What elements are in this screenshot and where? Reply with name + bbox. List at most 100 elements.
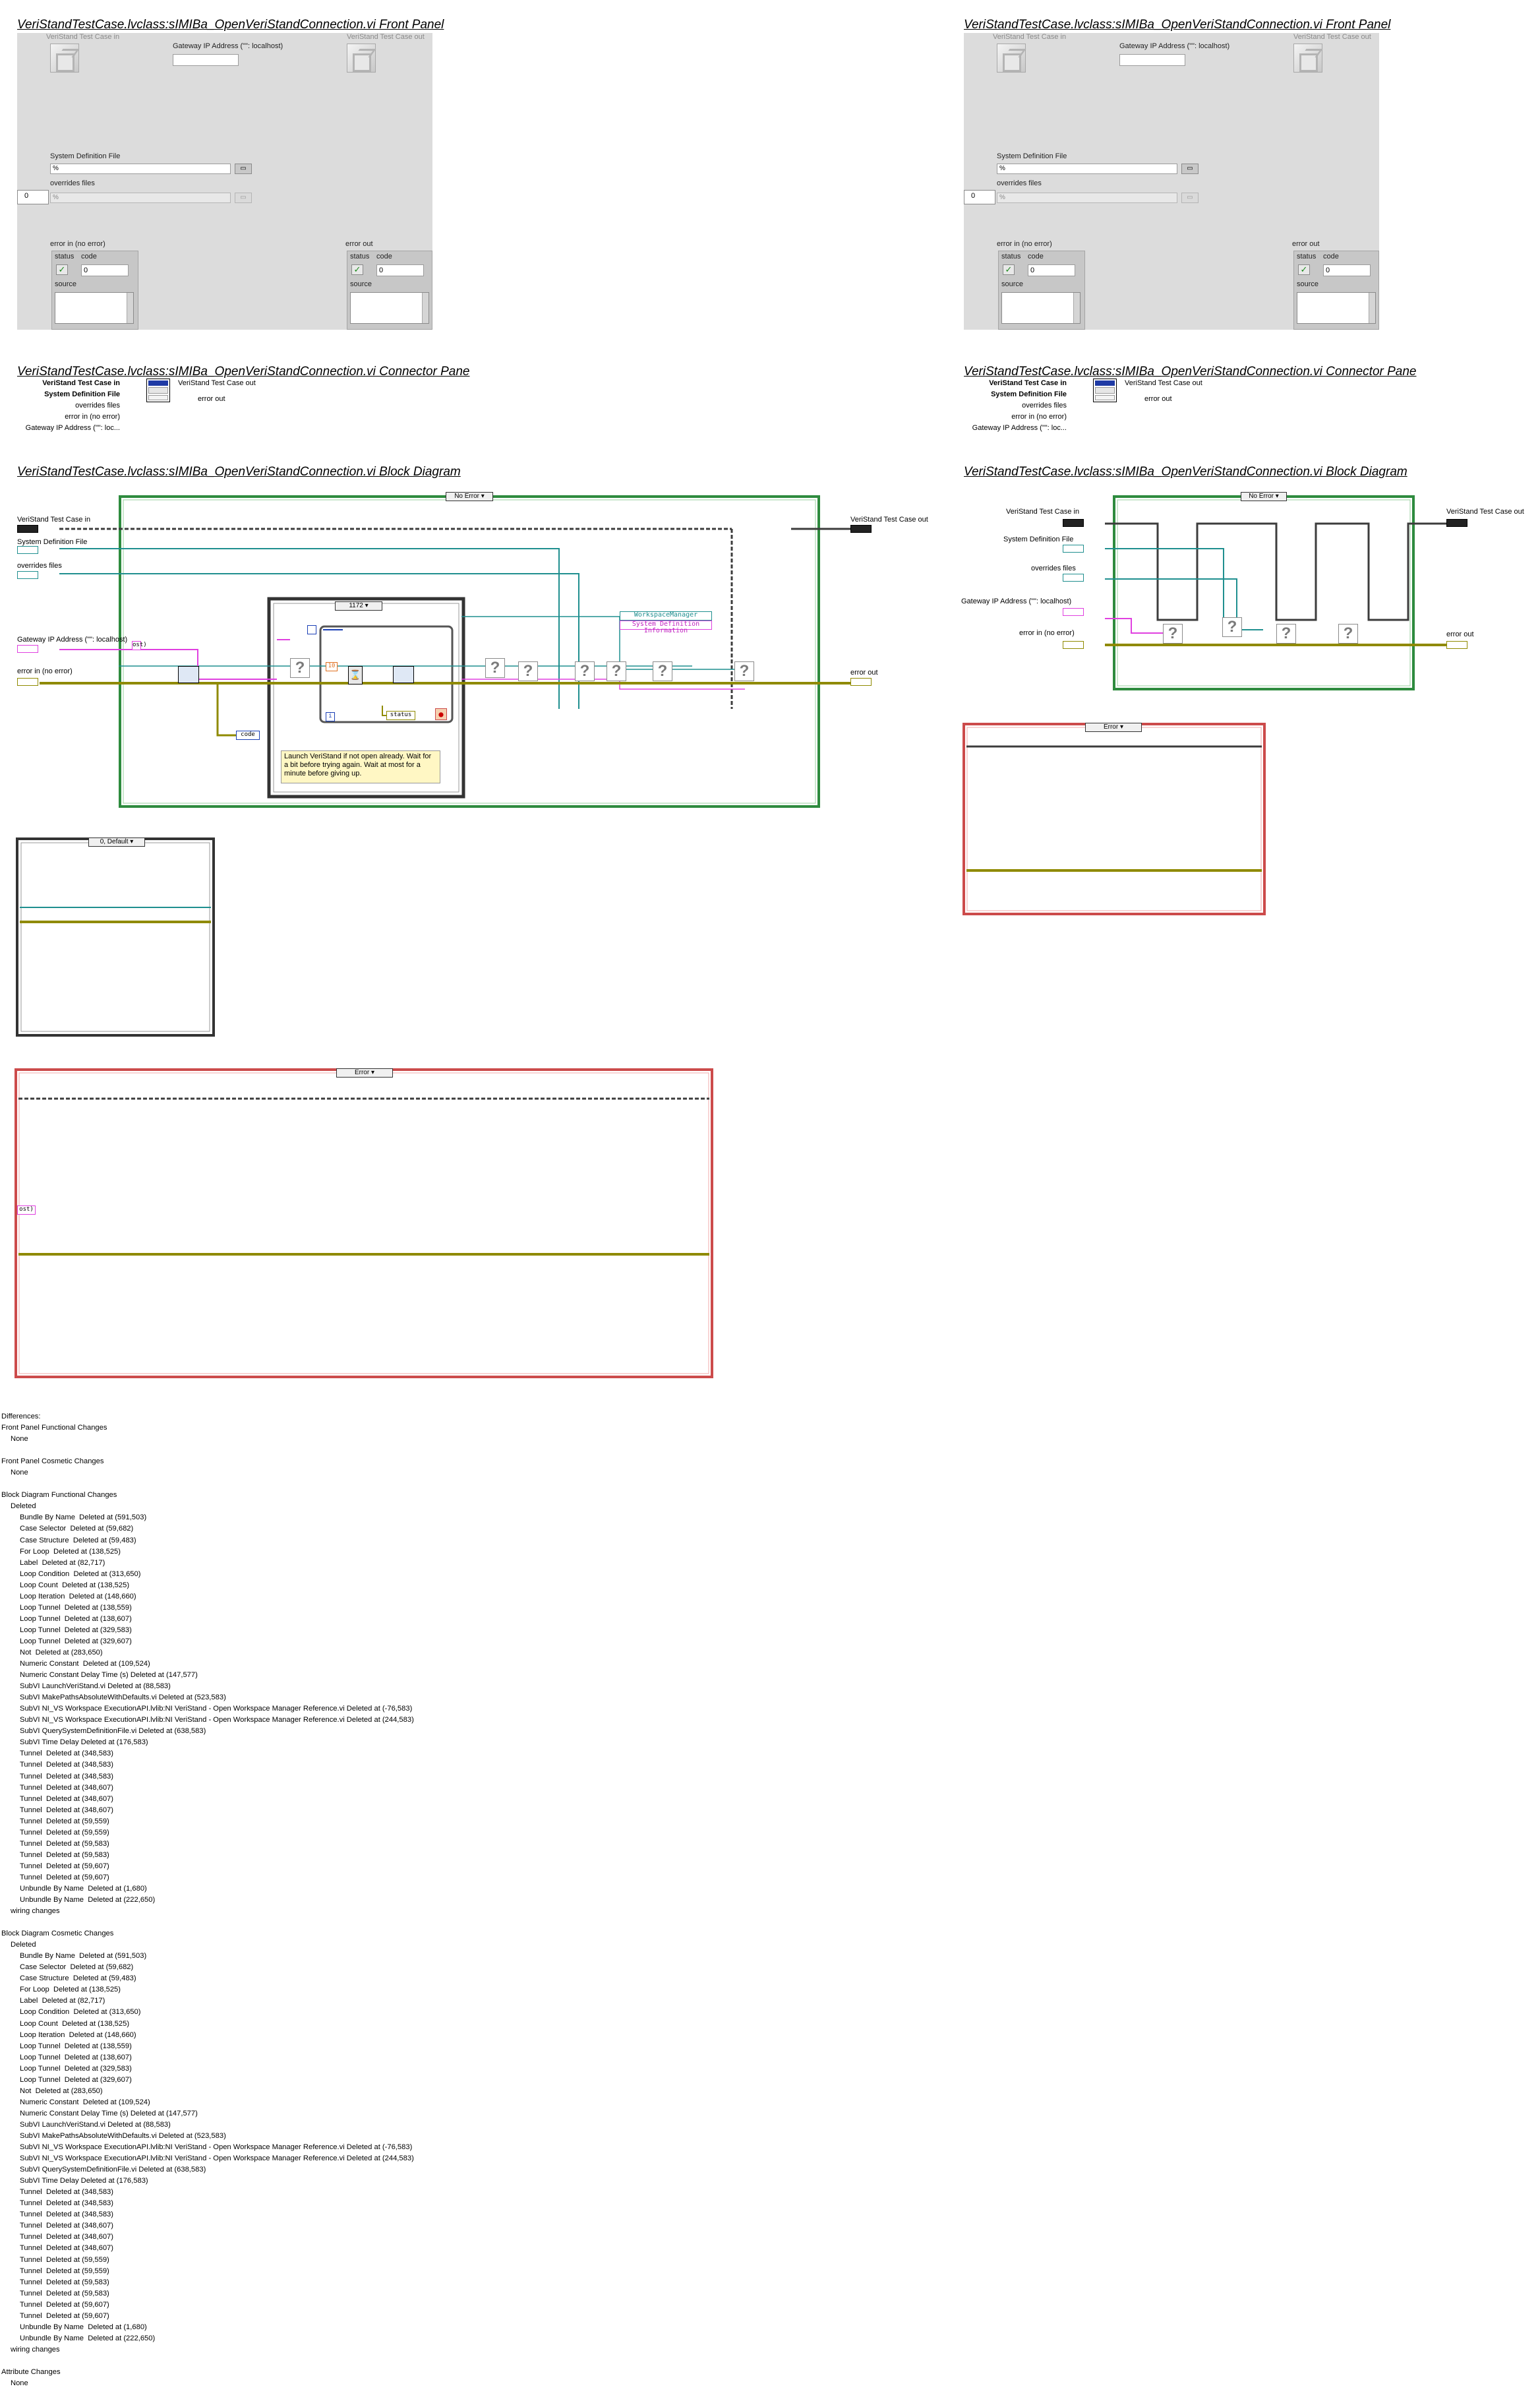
gateway-input[interactable] bbox=[173, 54, 239, 66]
conn-term-vs-in: VeriStand Test Case in bbox=[42, 379, 120, 387]
sysdef-path-input[interactable]: % bbox=[997, 164, 1177, 174]
case-selector-error[interactable]: Error ▾ bbox=[336, 1068, 393, 1078]
code-indicator: 0 bbox=[1323, 264, 1371, 276]
loop-iteration-icon: i bbox=[326, 712, 335, 721]
bd-vs-out-label: VeriStand Test Case out bbox=[850, 516, 928, 524]
overrides-browse-button[interactable]: ▭ bbox=[235, 193, 252, 203]
bd-sysdef-label: System Definition File bbox=[17, 538, 88, 546]
conn-term-error-in: error in (no error) bbox=[65, 413, 120, 421]
time-delay-icon[interactable]: ⌛ bbox=[348, 666, 363, 685]
missing-subvi-icon[interactable]: ? bbox=[607, 661, 626, 681]
code-input[interactable]: 0 bbox=[1028, 264, 1075, 276]
folder-icon: ▭ bbox=[1187, 165, 1193, 172]
overrides-path-input[interactable]: % bbox=[997, 193, 1177, 203]
diff-item: Bundle By Name Deleted at (591,503) bbox=[20, 1952, 147, 1961]
diff-none: None bbox=[11, 1469, 28, 1477]
case-selector-no-error[interactable]: No Error ▾ bbox=[1241, 492, 1287, 501]
conn-term-sysdef: System Definition File bbox=[44, 390, 120, 398]
status-check-icon: ✓ bbox=[351, 264, 363, 275]
bd-gateway-terminal bbox=[17, 645, 38, 653]
missing-subvi-icon[interactable]: ? bbox=[485, 658, 505, 678]
loop-condition-icon[interactable]: ● bbox=[435, 708, 447, 720]
status-check-icon[interactable]: ✓ bbox=[1003, 264, 1015, 275]
right-block-diagram-title: VeriStandTestCase.lvclass:sIMIBa_OpenVer… bbox=[964, 465, 1407, 479]
left-connector-title: VeriStandTestCase.lvclass:sIMIBa_OpenVer… bbox=[17, 365, 470, 379]
loop-comment: Launch VeriStand if not open already. Wa… bbox=[281, 750, 440, 783]
diff-item: SubVI NI_VS Workspace ExecutionAPI.lvlib… bbox=[20, 2154, 414, 2163]
differences-report: Differences:Front Panel Functional Chang… bbox=[1, 1411, 414, 2389]
diff-item: Case Selector Deleted at (59,682) bbox=[20, 1963, 134, 1972]
diff-none: None bbox=[11, 2379, 28, 2388]
source-text[interactable] bbox=[1001, 292, 1081, 324]
connector-icon bbox=[146, 379, 170, 402]
overrides-index-control[interactable]: 0 bbox=[964, 190, 995, 204]
code-input[interactable]: 0 bbox=[81, 264, 129, 276]
diff-item: Tunnel Deleted at (59,583) bbox=[20, 1850, 109, 1859]
case-selector-no-error[interactable]: No Error ▾ bbox=[446, 492, 493, 501]
missing-subvi-icon[interactable]: ? bbox=[1222, 617, 1242, 637]
bd-error-out-terminal bbox=[1446, 641, 1467, 649]
diff-item: Tunnel Deleted at (348,607) bbox=[20, 2233, 114, 2241]
overrides-index-control[interactable]: 0 bbox=[17, 190, 49, 204]
vs-test-case-in-icon[interactable] bbox=[997, 44, 1026, 73]
open-workspace-subvi-icon[interactable] bbox=[178, 666, 199, 683]
diff-item: For Loop Deleted at (138,525) bbox=[20, 1547, 121, 1556]
gateway-input[interactable] bbox=[1119, 54, 1185, 66]
sysdef-path-input[interactable]: % bbox=[50, 164, 231, 174]
error-out-cluster: status code ✓ 0 source bbox=[347, 251, 432, 330]
string-constant: ost) bbox=[17, 1205, 36, 1215]
sysdef-browse-button[interactable]: ▭ bbox=[235, 164, 252, 174]
diff-item: Tunnel Deleted at (59,583) bbox=[20, 1839, 109, 1848]
missing-subvi-icon[interactable]: ? bbox=[575, 661, 595, 681]
diff-item: Loop Tunnel Deleted at (329,607) bbox=[20, 1637, 132, 1645]
delay-constant: 10 bbox=[326, 662, 338, 671]
diff-item: SubVI QuerySystemDefinitionFile.vi Delet… bbox=[20, 2166, 206, 2174]
missing-subvi-icon[interactable]: ? bbox=[518, 661, 538, 681]
error-out-label: error out bbox=[1292, 240, 1320, 248]
diff-section-title: Front Panel Cosmetic Changes bbox=[1, 1457, 104, 1466]
case-selector-error[interactable]: Error ▾ bbox=[1085, 723, 1142, 732]
code-label: code bbox=[376, 253, 392, 260]
case-selector-default[interactable]: 0, Default ▾ bbox=[88, 837, 145, 847]
error-in-cluster: status code ✓ 0 source bbox=[51, 251, 138, 330]
diff-item: Tunnel Deleted at (59,559) bbox=[20, 2267, 109, 2275]
diff-item: Tunnel Deleted at (59,607) bbox=[20, 1862, 109, 1870]
open-workspace-subvi-2-icon[interactable] bbox=[393, 666, 414, 683]
missing-subvi-icon[interactable]: ? bbox=[290, 658, 310, 678]
case-structure-frame bbox=[119, 495, 820, 808]
overrides-path-input[interactable]: % bbox=[50, 193, 231, 203]
workspace-manager-node: WorkspaceManager bbox=[620, 611, 712, 621]
bd-vs-out-label: VeriStand Test Case out bbox=[1446, 508, 1524, 516]
code-label: code bbox=[1028, 253, 1044, 260]
diff-item: SubVI MakePathsAbsoluteWithDefaults.vi D… bbox=[20, 1693, 226, 1702]
diff-item: Tunnel Deleted at (348,583) bbox=[20, 1750, 114, 1758]
bd-error-out-label: error out bbox=[1446, 630, 1474, 638]
vs-test-case-in-icon[interactable] bbox=[50, 44, 79, 73]
missing-subvi-icon[interactable]: ? bbox=[1338, 624, 1358, 644]
error-out-cluster: status code ✓ 0 source bbox=[1293, 251, 1379, 330]
missing-subvi-icon[interactable]: ? bbox=[1276, 624, 1296, 644]
missing-subvi-icon[interactable]: ? bbox=[1163, 624, 1183, 644]
left-default-case: 0, Default ▾ bbox=[16, 837, 215, 1037]
source-text[interactable] bbox=[55, 292, 134, 324]
sysdef-browse-button[interactable]: ▭ bbox=[1181, 164, 1199, 174]
diff-item: Loop Iteration Deleted at (148,660) bbox=[20, 2030, 136, 2039]
diff-item: Unbundle By Name Deleted at (1,680) bbox=[20, 1884, 147, 1893]
diff-item: SubVI Time Delay Deleted at (176,583) bbox=[20, 2177, 148, 2185]
missing-subvi-icon[interactable]: ? bbox=[653, 661, 672, 681]
bd-overrides-terminal bbox=[1063, 574, 1084, 582]
status-check-icon[interactable]: ✓ bbox=[56, 264, 68, 275]
status-label: status bbox=[55, 253, 74, 260]
diff-item: Tunnel Deleted at (59,583) bbox=[20, 2278, 109, 2286]
loop-case-selector[interactable]: 1172 ▾ bbox=[335, 601, 382, 611]
diff-item: Tunnel Deleted at (59,607) bbox=[20, 2311, 109, 2320]
diff-section-title: Front Panel Functional Changes bbox=[1, 1424, 107, 1432]
missing-subvi-icon[interactable]: ? bbox=[734, 661, 754, 681]
diff-item: Case Structure Deleted at (59,483) bbox=[20, 1536, 136, 1544]
left-block-wires bbox=[40, 495, 857, 808]
right-block-wires bbox=[1105, 495, 1448, 690]
diff-item: SubVI NI_VS Workspace ExecutionAPI.lvlib… bbox=[20, 1705, 413, 1713]
diff-item: Not Deleted at (283,650) bbox=[20, 2086, 103, 2095]
gateway-label: Gateway IP Address ("": localhost) bbox=[1119, 42, 1230, 50]
overrides-browse-button[interactable]: ▭ bbox=[1181, 193, 1199, 203]
